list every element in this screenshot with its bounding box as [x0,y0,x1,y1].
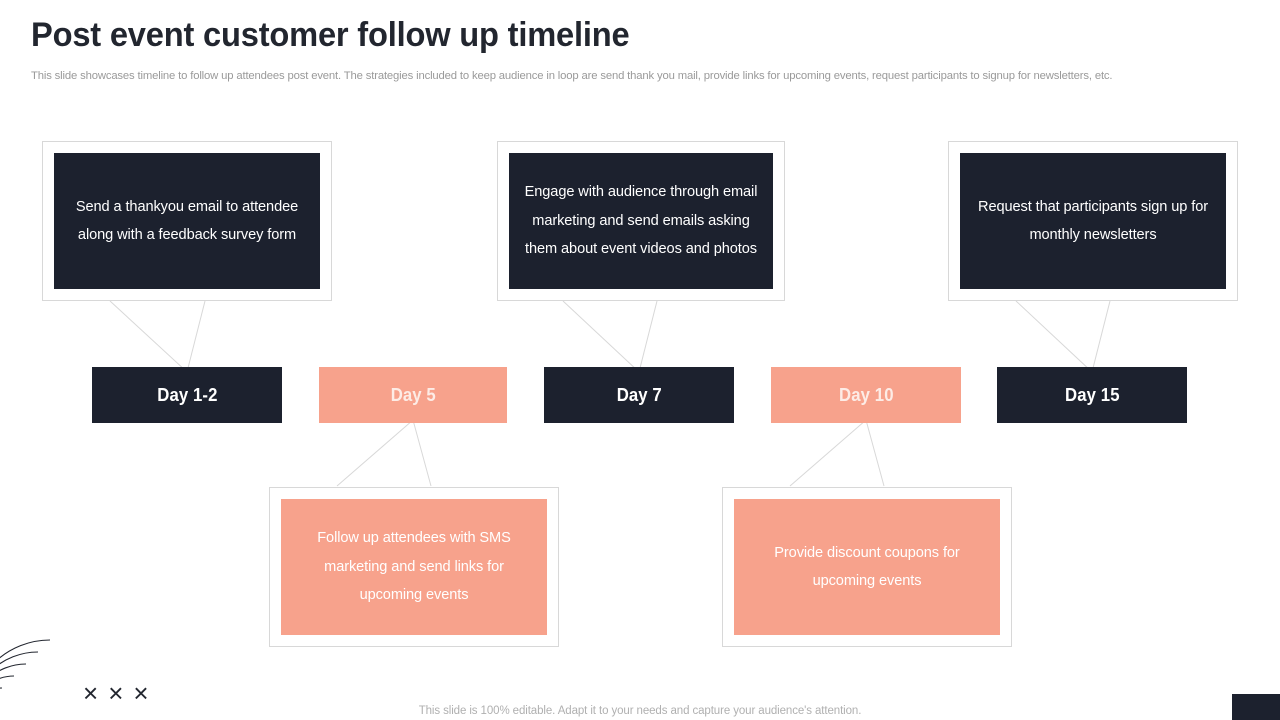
day-bar-label: Day 10 [838,384,894,405]
callout-day-1-2[interactable]: Send a thankyou email to attendee along … [42,141,332,301]
day-bar-label: Day 1-2 [156,384,218,405]
day-bar-day-10[interactable]: Day 10 [771,367,961,423]
callout-body: Request that participants sign up for mo… [960,153,1226,289]
callout-day-5[interactable]: Follow up attendees with SMS marketing a… [269,487,559,647]
slide-title-text: Post event customer follow up timeline [31,16,630,54]
callout-body: Provide discount coupons for upcoming ev… [734,499,1000,635]
close-icon: × [83,678,99,708]
day-bar-label: Day 5 [390,384,436,405]
day-bar-day-1-2[interactable]: Day 1-2 [92,367,282,423]
callout-body: Send a thankyou email to attendee along … [54,153,320,289]
x-marks-decoration: × × × [83,680,149,706]
day-bar-label: Day 7 [616,384,662,405]
close-icon: × [133,678,149,708]
callout-text: Provide discount coupons for upcoming ev… [774,544,960,590]
callout-text: Send a thankyou email to attendee along … [75,198,299,244]
callout-text: Request that participants sign up for mo… [978,198,1208,244]
callout-text: Engage with audience through email marke… [524,184,758,258]
slide-subtitle-text: This slide showcases timeline to follow … [31,70,1113,82]
close-icon: × [108,678,124,708]
footer-note: This slide is 100% editable. Adapt it to… [418,705,862,717]
callout-text: Follow up attendees with SMS marketing a… [317,530,511,604]
day-bar-day-5[interactable]: Day 5 [319,367,507,423]
corner-block-decoration [1232,694,1280,720]
day-bar-day-7[interactable]: Day 7 [544,367,734,423]
callout-body: Follow up attendees with SMS marketing a… [281,499,547,635]
callout-body: Engage with audience through email marke… [509,153,773,289]
concentric-arcs-decoration [0,639,51,689]
callout-day-7[interactable]: Engage with audience through email marke… [497,141,785,301]
day-bar-day-15[interactable]: Day 15 [997,367,1187,423]
callout-day-10[interactable]: Provide discount coupons for upcoming ev… [722,487,1012,647]
callout-day-15[interactable]: Request that participants sign up for mo… [948,141,1238,301]
day-bar-label: Day 15 [1064,384,1120,405]
